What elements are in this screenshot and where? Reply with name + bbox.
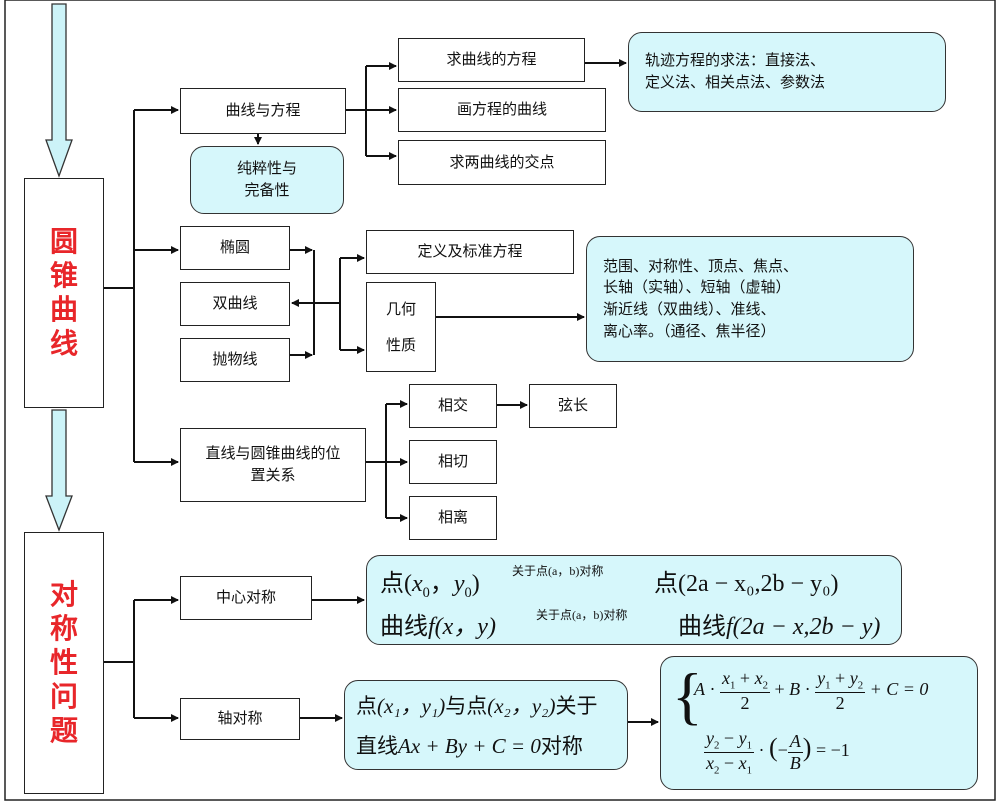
formula-axial-line1: 点(x₁，y₁)与点(x₂，y₂)关于 bbox=[356, 690, 597, 720]
central-symmetry-formula-box bbox=[366, 555, 902, 645]
node-tangent: 相切 bbox=[409, 440, 497, 484]
conic-section-box: 圆锥曲线 bbox=[24, 178, 104, 408]
node-separate: 相离 bbox=[409, 496, 497, 540]
node-curve-equation: 曲线与方程 bbox=[180, 88, 346, 134]
y0-var: y bbox=[453, 571, 465, 597]
symmetry-title: 对称性问题 bbox=[49, 578, 78, 747]
point-word-3: 点 bbox=[356, 694, 377, 718]
axial-symmetry-formula-box bbox=[344, 680, 628, 770]
curve-word-2: 曲线 bbox=[678, 614, 726, 640]
node-chord-length: 弦长 bbox=[529, 384, 617, 428]
point-word-2: 点 bbox=[654, 571, 678, 597]
and-point-word: 与点 bbox=[445, 694, 488, 718]
system-brace: { bbox=[672, 660, 703, 731]
target-curve-expr: f(2a − x,2b − y) bbox=[726, 614, 881, 640]
conic-title: 圆锥曲线 bbox=[49, 225, 78, 360]
node-properties-detail: 范围、对称性、顶点、焦点、 长轴（实轴）、短轴（虚轴） 渐近线（双曲线）、准线、… bbox=[586, 236, 914, 362]
system-equations-box bbox=[660, 656, 978, 790]
formula-target-curve: 曲线f(2a − x,2b − y) bbox=[678, 606, 880, 641]
node-draw-curve: 画方程的曲线 bbox=[398, 88, 606, 132]
symmetry-arrow-label-2: 关于点(a，b)对称 bbox=[536, 608, 628, 622]
formula-target-point: 点(2a − x₀,2b − y₀) bbox=[654, 563, 838, 598]
node-axial-symmetry: 轴对称 bbox=[180, 698, 300, 740]
x0-var: x bbox=[412, 571, 423, 597]
node-hyperbola: 双曲线 bbox=[180, 282, 290, 326]
point-word: 点 bbox=[380, 571, 404, 597]
formula-axial-line2: 直线Ax + By + C = 0对称 bbox=[356, 730, 583, 760]
sys-eq2-right: = −1 bbox=[815, 740, 850, 761]
p1-expr: (x₁，y₁) bbox=[377, 694, 446, 718]
node-line-conic-position: 直线与圆锥曲线的位 置关系 bbox=[180, 428, 366, 502]
curve-expr: f(x，y) bbox=[428, 614, 496, 640]
node-ellipse: 椭圆 bbox=[180, 226, 290, 270]
p2-expr: (x₂，y₂) bbox=[487, 694, 556, 718]
target-point-expr: (2a − x₀,2b − y₀) bbox=[678, 571, 839, 597]
line-word: 直线 bbox=[356, 734, 398, 758]
formula-curve-line: 曲线f(x，y) bbox=[380, 606, 496, 641]
node-definition-standard: 定义及标准方程 bbox=[366, 230, 574, 274]
symmetry-box: 对称性问题 bbox=[24, 532, 104, 794]
symmetry-arrow-label-1: 关于点(a，b)对称 bbox=[512, 564, 604, 578]
node-intersection-points: 求两曲线的交点 bbox=[398, 140, 606, 185]
line-equation: Ax + By + C = 0 bbox=[398, 734, 541, 758]
sys-eq1-right: + C = 0 bbox=[869, 678, 929, 699]
node-parabola: 抛物线 bbox=[180, 338, 290, 382]
node-purity-completeness: 纯粹性与 完备性 bbox=[190, 146, 344, 214]
node-intersect: 相交 bbox=[409, 384, 497, 428]
node-trajectory-methods: 轨迹方程的求法：直接法、 定义法、相关点法、参数法 bbox=[628, 32, 946, 112]
sym-word: 对称 bbox=[540, 734, 583, 758]
node-geometric-properties: 几何 性质 bbox=[366, 282, 436, 372]
formula-point-line: 点(x0，y0) bbox=[380, 571, 480, 601]
curve-word: 曲线 bbox=[380, 614, 428, 640]
node-find-equation: 求曲线的方程 bbox=[398, 38, 585, 82]
about-word: 关于 bbox=[555, 694, 598, 718]
node-central-symmetry: 中心对称 bbox=[180, 576, 312, 620]
